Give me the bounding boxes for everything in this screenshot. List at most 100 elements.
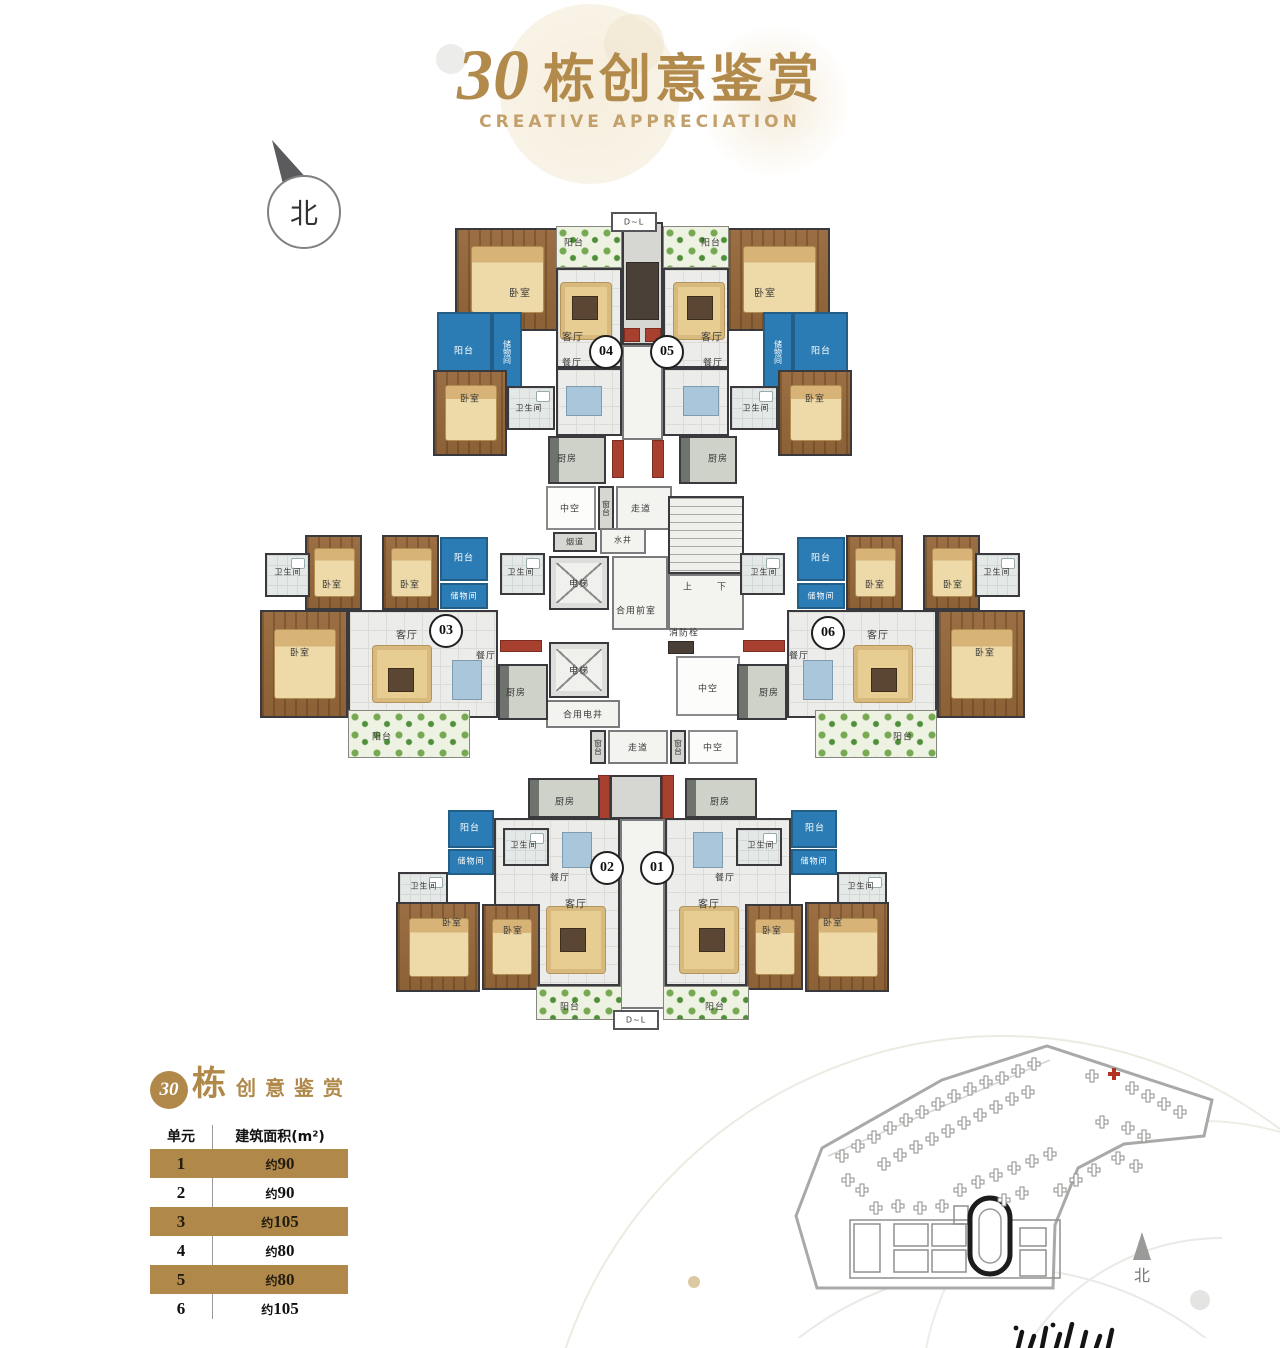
kitchen-room — [679, 436, 737, 484]
wood-room — [305, 535, 362, 610]
room-label: 客厅 — [698, 899, 720, 911]
blue-room — [448, 849, 494, 875]
ctable-room — [871, 668, 897, 692]
building-cluster — [1007, 1161, 1021, 1175]
building-cluster — [867, 1130, 881, 1144]
room-label: 阳台 — [892, 732, 914, 743]
building-cluster — [1027, 1057, 1041, 1071]
void-room — [676, 656, 740, 716]
room-label: 客厅 — [396, 630, 418, 642]
building-cluster — [935, 1199, 949, 1213]
room-label: 厨房 — [709, 797, 731, 808]
building-cluster — [915, 1105, 929, 1119]
building-cluster — [1043, 1147, 1057, 1161]
kitchen-room — [498, 664, 548, 720]
building-cluster — [979, 1075, 993, 1089]
room-label: 阳台 — [704, 1002, 726, 1013]
table-room — [452, 660, 482, 700]
table-room — [683, 386, 719, 416]
unit-badge: 04 — [589, 335, 623, 369]
ctable-room — [560, 928, 586, 952]
room-label: 卫生间 — [510, 840, 538, 850]
table-room — [803, 660, 833, 700]
table-room — [566, 386, 602, 416]
room-label: 阳台 — [563, 238, 585, 249]
kitchen-room — [548, 436, 606, 484]
room-label: 卫生间 — [983, 567, 1011, 577]
garden-room — [556, 226, 622, 268]
page-header: 30 栋创意鉴赏 CREATIVE APPRECIATION — [0, 35, 1280, 132]
room-label: 卧室 — [804, 394, 826, 405]
dark-room — [668, 641, 694, 654]
hall-room — [546, 700, 620, 728]
room-label: 走道 — [627, 743, 649, 754]
building-cluster — [1085, 1069, 1099, 1083]
building-cluster — [925, 1132, 939, 1146]
room-label: 厨房 — [554, 797, 576, 808]
unit-area: 约90 — [265, 1153, 295, 1173]
garden-room — [663, 226, 729, 268]
building-cluster — [869, 1201, 883, 1215]
room-label: 卫生间 — [274, 567, 302, 577]
room-label: 水井 — [614, 535, 632, 545]
building-cluster — [1025, 1154, 1039, 1168]
building-cluster — [1137, 1129, 1151, 1143]
room-label: 消防栓 — [668, 628, 700, 639]
room-label: 厨房 — [556, 454, 578, 465]
building-cluster — [891, 1199, 905, 1213]
bath-room — [398, 872, 448, 904]
room-label: 厨房 — [707, 454, 729, 465]
room-label: 卫生间 — [750, 567, 778, 577]
core-room — [670, 730, 686, 764]
room-label: 阳台 — [459, 823, 481, 834]
building-cluster — [963, 1082, 977, 1096]
wood-room — [745, 904, 803, 990]
unit-badge: 01 — [640, 851, 674, 885]
room-label: 阳台 — [810, 553, 832, 564]
room-label: 卫生间 — [847, 881, 875, 891]
building-cluster — [1157, 1097, 1171, 1111]
room-label: 餐厅 — [702, 358, 724, 369]
room-label: 储物间 — [800, 856, 828, 866]
unit-number: 5 — [176, 1269, 186, 1289]
wood-room — [778, 370, 852, 456]
table-room — [693, 832, 723, 868]
unit-badge: 02 — [590, 851, 624, 885]
room-label: 卧室 — [754, 288, 776, 300]
room-label: 阳台 — [371, 732, 393, 743]
plaque-room — [611, 212, 657, 232]
wood-room — [396, 902, 480, 992]
room-label: 厨房 — [505, 688, 527, 699]
building-cluster — [1069, 1173, 1083, 1187]
kitchen-room — [528, 778, 600, 818]
hall-room — [622, 345, 663, 440]
room-label: 电梯 — [568, 579, 590, 590]
room-label: 储物间 — [457, 856, 485, 866]
room-label: 储物间 — [773, 340, 783, 364]
room-label: 窗台 — [673, 739, 683, 755]
room-label: 卫生间 — [515, 403, 543, 413]
red-room — [624, 328, 640, 342]
building-cluster — [989, 1100, 1003, 1114]
page-title: 栋创意鉴赏 — [542, 50, 823, 110]
legend-badge-suffix: 栋 — [192, 1064, 226, 1104]
bath-room — [837, 872, 887, 904]
core-room — [590, 730, 606, 764]
site-north-arrow-icon — [1133, 1232, 1151, 1260]
void-room — [688, 730, 738, 764]
building-number: 30 — [456, 35, 529, 115]
room-label: 卧室 — [864, 580, 886, 591]
bath-room — [740, 553, 785, 595]
wood-room — [805, 902, 889, 992]
room-label: D~L — [625, 1015, 647, 1025]
red-room — [652, 440, 664, 478]
unit-number: 6 — [176, 1298, 186, 1318]
bath-room — [507, 386, 555, 430]
room-label: 阳台 — [700, 238, 722, 249]
bath-room — [730, 386, 778, 430]
building-cluster — [893, 1148, 907, 1162]
